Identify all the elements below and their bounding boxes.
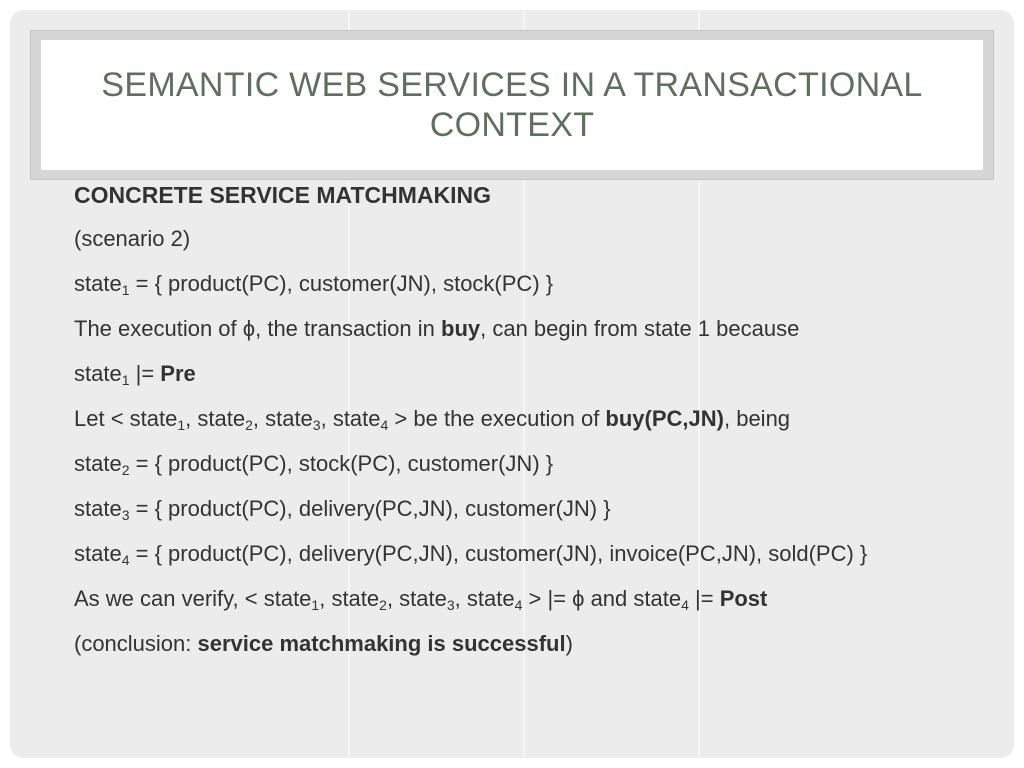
state1-definition: state1 = { product(PC), customer(JN), st…: [74, 271, 554, 298]
slide: SEMANTIC WEB SERVICES IN A TRANSACTIONAL…: [10, 10, 1014, 758]
state4-definition: state4 = { product(PC), delivery(PC,JN),…: [74, 541, 868, 568]
phi-symbol: ϕ: [242, 316, 256, 341]
slide-content: CONCRETE SERVICE MATCHMAKING (scenario 2…: [74, 182, 964, 676]
background-line: [348, 10, 350, 758]
title-frame: SEMANTIC WEB SERVICES IN A TRANSACTIONAL…: [30, 30, 994, 180]
state3-definition: state3 = { product(PC), delivery(PC,JN),…: [74, 496, 611, 523]
precondition-statement: state1 |= Pre: [74, 361, 196, 388]
slide-title: SEMANTIC WEB SERVICES IN A TRANSACTIONAL…: [101, 66, 923, 144]
background-line: [698, 10, 700, 758]
conclusion-statement: (conclusion: service matchmaking is succ…: [74, 631, 573, 656]
phi-symbol: ϕ: [572, 586, 585, 611]
verification-statement: As we can verify, < state1, state2, stat…: [74, 586, 768, 613]
execution-statement: The execution of ϕ, the transaction in b…: [74, 316, 800, 341]
scenario-label: (scenario 2): [74, 226, 191, 251]
section-heading: CONCRETE SERVICE MATCHMAKING: [74, 182, 491, 208]
background-line: [523, 10, 525, 758]
execution-sequence-statement: Let < state1, state2, state3, state4 > b…: [74, 406, 791, 433]
state2-definition: state2 = { product(PC), stock(PC), custo…: [74, 451, 554, 478]
title-box: SEMANTIC WEB SERVICES IN A TRANSACTIONAL…: [41, 40, 983, 170]
